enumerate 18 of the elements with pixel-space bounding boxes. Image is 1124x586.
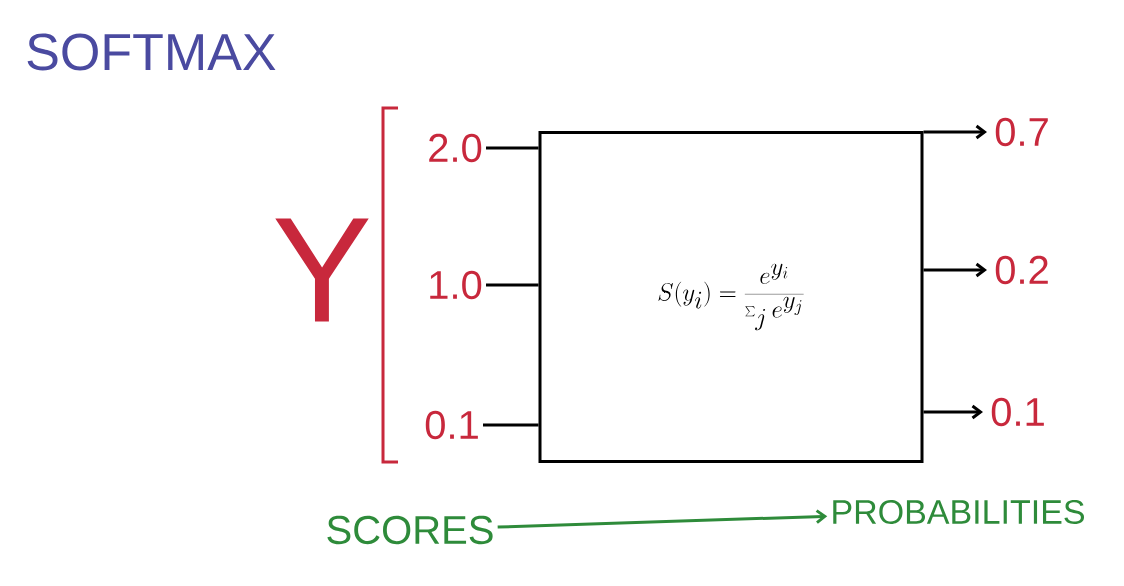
connector-line [483, 423, 539, 427]
axis-label: Y [275, 218, 369, 322]
arrow [497, 509, 828, 529]
caption-text: SCORES [327, 515, 493, 545]
value-label: 1.0 [430, 270, 482, 300]
connector-line [486, 146, 539, 150]
value-label: 0.1 [425, 410, 478, 440]
value-label: 0.2 [995, 255, 1048, 285]
title: SOFTMAX [27, 33, 276, 71]
value-label: 0.7 [995, 117, 1048, 147]
arrow [923, 262, 987, 278]
arrow [923, 404, 983, 420]
value-label: 2.0 [429, 133, 482, 163]
caption-text: PROBABILITIES [833, 499, 1084, 525]
formula-box: $S(y_i) = \frac{e^{y_i}}{\sum_j e^{y_j}}$ [538, 131, 924, 463]
value-label: 0.1 [991, 397, 1044, 427]
connector-line [486, 283, 539, 287]
arrow [923, 124, 987, 140]
